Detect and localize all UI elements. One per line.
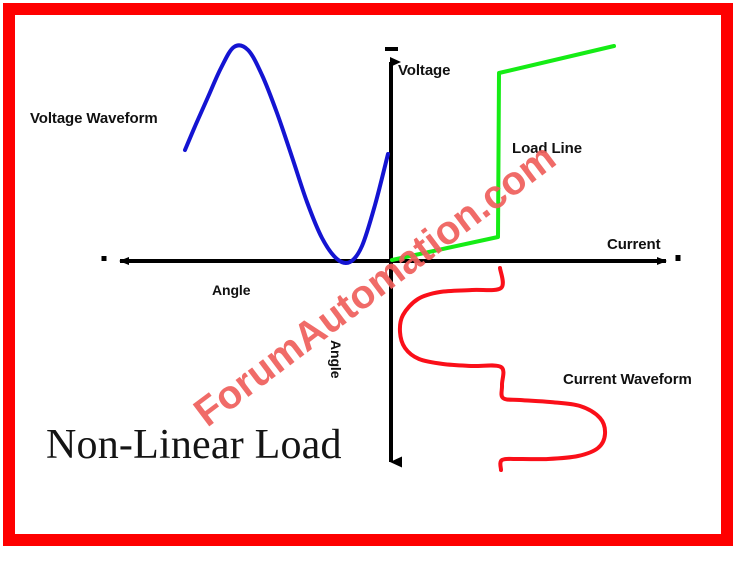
figure-title: Non-Linear Load [46,422,342,468]
label-voltage-axis: Voltage [398,62,451,79]
label-current-axis: Current [607,236,661,253]
vertical-axis [385,47,402,468]
label-current-waveform: Current Waveform [563,371,692,388]
series-load-line [390,44,616,262]
label-load-line: Load Line [512,140,582,157]
data-series-layer [183,43,616,472]
red-frame-border [3,3,733,546]
label-angle-vertical: Angle [328,340,344,379]
series-current-waveform [397,266,608,472]
label-angle-horizontal: Angle [212,282,251,298]
label-voltage-waveform: Voltage Waveform [30,110,158,127]
series-voltage-waveform [183,43,390,266]
